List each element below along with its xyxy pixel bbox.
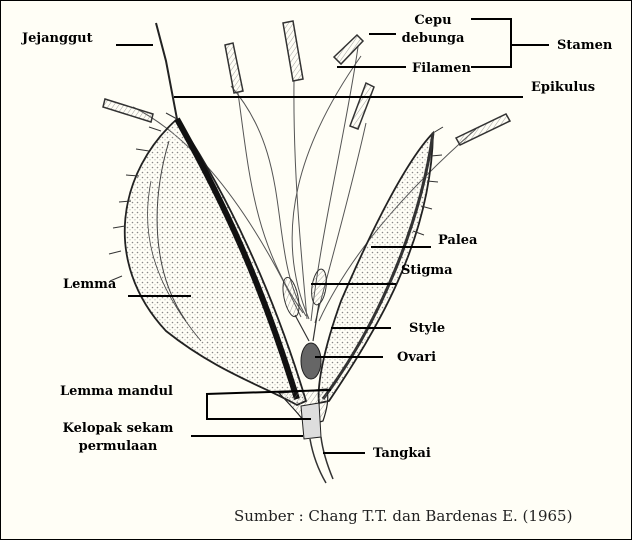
label-jejanggut: Jejanggut (22, 31, 93, 46)
label-filamen: Filamen (412, 61, 471, 76)
label-tangkai: Tangkai (373, 446, 431, 461)
label-kelopak-sekam-line1: Kelopak sekam (43, 421, 193, 436)
label-lemma-mandul: Lemma mandul (60, 384, 173, 399)
label-style: Style (409, 321, 445, 336)
ovary (301, 343, 321, 379)
label-stamen: Stamen (557, 38, 612, 53)
label-cepu-debunga-line1: Cepu (401, 13, 465, 28)
source-citation: Sumber : Chang T.T. dan Bardenas E. (196… (234, 507, 572, 525)
pedicel (310, 437, 333, 483)
label-epikulus: Epikulus (531, 80, 595, 95)
lemma (125, 119, 306, 405)
label-palea: Palea (438, 233, 477, 248)
label-stigma: Stigma (401, 263, 453, 278)
label-ovari: Ovari (397, 350, 436, 365)
awn (156, 23, 177, 119)
label-kelopak-sekam-line2: permulaan (43, 439, 193, 454)
label-lemma: Lemma (63, 277, 116, 292)
label-cepu-debunga-line2: debunga (401, 31, 465, 46)
